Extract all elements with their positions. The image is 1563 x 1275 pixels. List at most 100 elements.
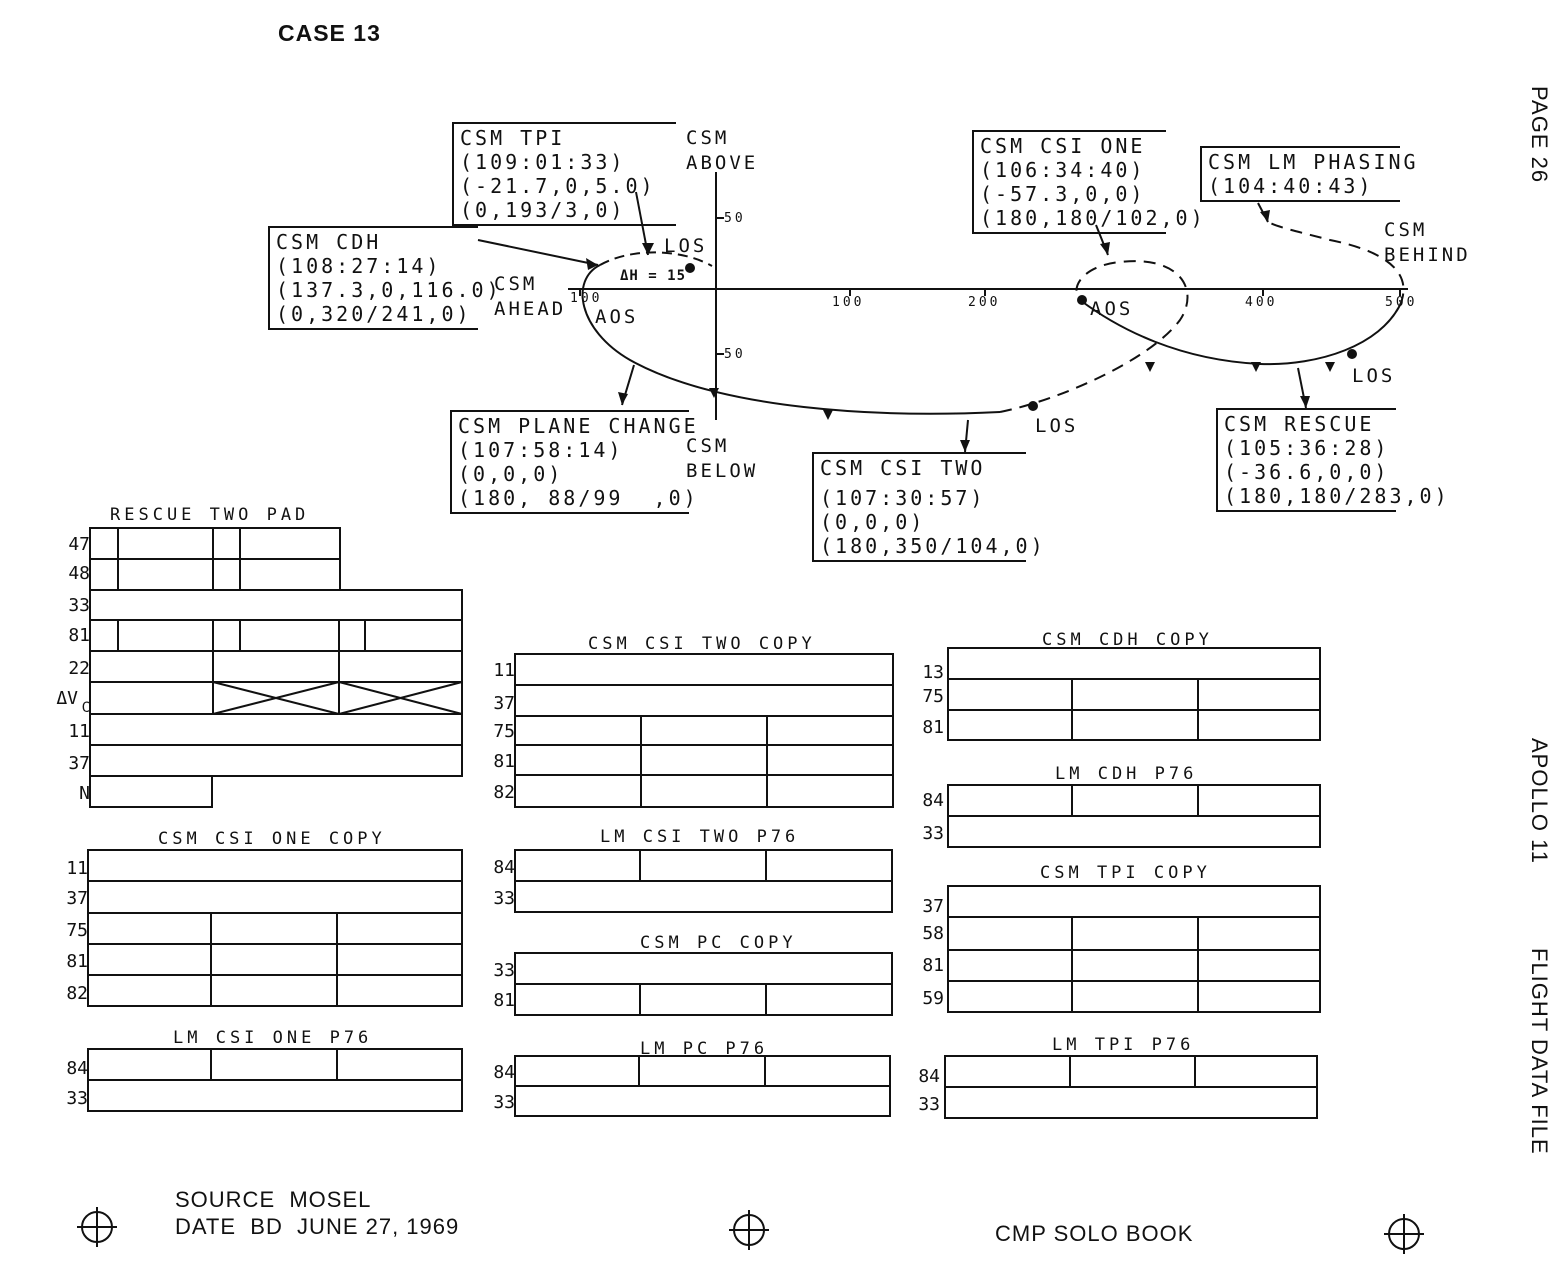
row-label: 81 [493,990,515,1011]
row-label: 33 [68,595,90,616]
aos-label: AOS [595,306,639,328]
row-label: 58 [922,923,944,944]
row-label: 22 [68,658,90,679]
registration-mark-icon [1384,1214,1424,1254]
event-line: (180,350/104,0) [820,534,1046,558]
trajectory-dashed [999,260,1189,413]
row-label: 37 [68,753,90,774]
x-tick: 100 [570,291,603,306]
los-label: LOS [1035,415,1079,437]
row-label: 48 [68,563,90,584]
csm-ahead-label: CSM AHEAD [494,273,567,320]
row-label: 33 [918,1094,940,1115]
row-label: 11 [68,721,90,742]
pad-title: CSM PC COPY [640,933,797,953]
row-label: 59 [922,988,944,1009]
x-tick: 400 [1245,295,1278,310]
aos-label: AOS [1090,298,1134,320]
event-line: (137.3,0,116.0) [276,278,502,302]
event-line: (180, 88/99 ,0) [458,486,699,510]
event-csm-plane-change: CSM PLANE CHANGE (107:58:14) (0,0,0) (18… [450,410,699,514]
pad-title: LM CSI TWO P76 [600,827,800,847]
case-number: CASE 13 [278,20,381,46]
event-title: CSM PLANE CHANGE [458,414,699,438]
pad-title: LM CSI ONE P76 [173,1028,373,1048]
row-label: 13 [922,662,944,683]
y-tick: 50 [724,211,746,226]
cdh-copy-grid [944,647,1321,1119]
row-label: 11 [66,858,88,879]
event-line: (0,0,0) [458,462,564,486]
delta-h-label: ΔH = 15 [620,268,687,284]
event-line: (104:40:43) [1208,174,1374,198]
row-label: 84 [922,790,944,811]
event-line: (-21.7,0,5.0) [460,174,656,198]
row-label: 75 [922,686,944,707]
pad-title: CSM CDH COPY [1042,630,1213,650]
row-label: 33 [493,1092,515,1113]
event-line: (0,320/241,0) [276,302,472,326]
row-label: 33 [66,1088,88,1109]
event-line: (-36.6,0,0) [1224,460,1390,484]
x-tick: 500 [1385,295,1418,310]
row-label: 33 [922,823,944,844]
event-line: (-57.3,0,0) [980,182,1146,206]
event-line: (0,0,0) [820,510,926,534]
row-label: 11 [493,660,515,681]
row-label: 75 [66,920,88,941]
event-title: CSM RESCUE [1224,412,1375,436]
row-label: N [79,783,90,804]
trajectory-dashed-3 [599,251,713,267]
csm-above-label: CSM ABOVE [686,127,759,174]
pad-title: LM TPI P76 [1052,1035,1195,1055]
event-csm-csi-one: CSM CSI ONE (106:34:40) (-57.3,0,0) (180… [972,130,1203,234]
csm-below-label: CSM BELOW [686,435,759,482]
source-line: SOURCE MOSEL [175,1187,372,1212]
row-label: 82 [66,983,88,1004]
event-title: CSM CDH [276,230,382,254]
trajectory-dashed-2 [1267,221,1405,306]
event-line: (105:36:28) [1224,436,1390,460]
row-label: 33 [493,888,515,909]
event-line: (0,193/3,0) [460,198,626,222]
event-line: (107:58:14) [458,438,624,462]
row-label: 84 [493,1062,515,1083]
row-label: 81 [493,751,515,772]
row-label-sub: C [81,700,90,716]
event-line: (108:27:14) [276,254,442,278]
row-label: 37 [66,888,88,909]
x-tick: 100 [832,295,865,310]
event-title: CSM CSI TWO [820,456,986,480]
book-title: CMP SOLO BOOK [995,1221,1194,1246]
los-label: LOS [1352,365,1396,387]
pad-title: RESCUE TWO PAD [110,505,310,525]
event-csm-cdh: CSM CDH (108:27:14) (137.3,0,116.0) (0,3… [268,226,502,330]
los-label: LOS [664,235,708,257]
date-line: DATE BD JUNE 27, 1969 [175,1214,460,1239]
row-label: 81 [66,951,88,972]
event-csm-csi-two: CSM CSI TWO (107:30:57) (0,0,0) (180,350… [812,452,1046,562]
csm-behind-label: CSM BEHIND [1384,219,1471,266]
row-label: 47 [68,534,90,555]
row-label: 82 [493,782,515,803]
pad-title: LM CDH P76 [1055,764,1198,784]
event-title: CSM CSI ONE [980,134,1146,158]
row-label: 75 [493,721,515,742]
pad-title: CSM CSI TWO COPY [588,634,816,654]
trajectory-solid [581,264,1001,415]
pad-title: LM PC P76 [640,1039,769,1059]
row-label: 81 [922,717,944,738]
pad-title: CSM CSI ONE COPY [158,829,386,849]
event-title: CSM TPI [460,126,566,150]
csi-two-copy-grid [514,653,894,1117]
row-label: 33 [493,960,515,981]
pad-title: CSM TPI COPY [1040,863,1211,883]
registration-mark-icon [77,1207,117,1247]
row-label: 84 [493,857,515,878]
event-line: (107:30:57) [820,486,986,510]
csi-one-copy-grid [87,849,463,1112]
event-csm-tpi: CSM TPI (109:01:33) (-21.7,0,5.0) (0,193… [452,122,676,226]
row-label: ΔV [56,688,78,709]
